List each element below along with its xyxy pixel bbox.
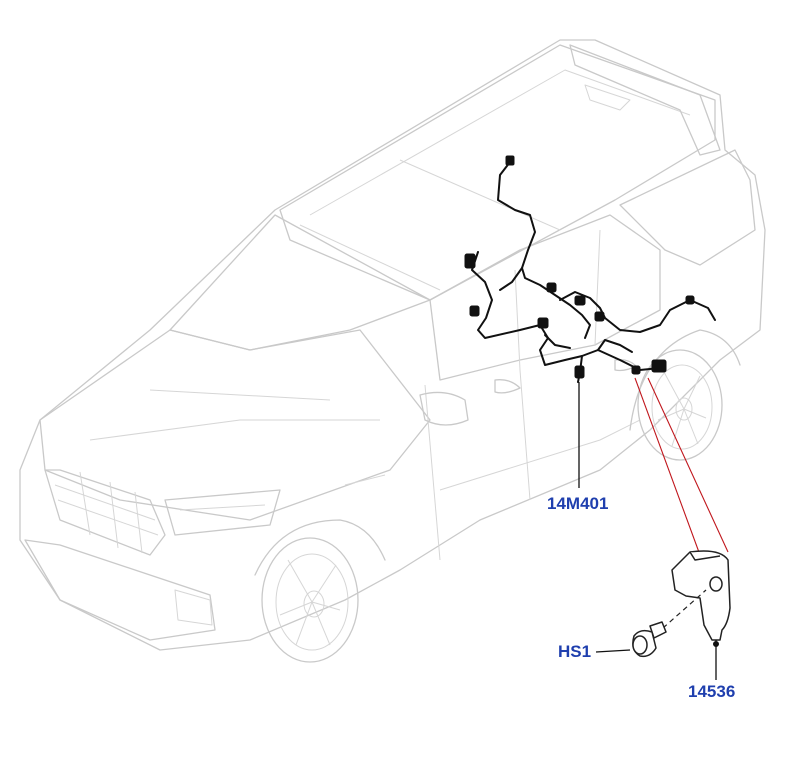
callout-screw-part-number: HS1 [558,642,592,661]
detail-leader-right [647,377,729,553]
assembly-dashed-line [662,589,707,629]
screw-icon [595,621,667,658]
callout-bracket-part-number: 14536 [688,682,736,701]
wiring-harness-icon [464,155,716,383]
callout-harness-part-number: 14M401 [547,494,609,513]
bracket-icon [671,550,731,680]
detail-leader-left [634,377,701,556]
suv-outline-icon [19,39,766,663]
